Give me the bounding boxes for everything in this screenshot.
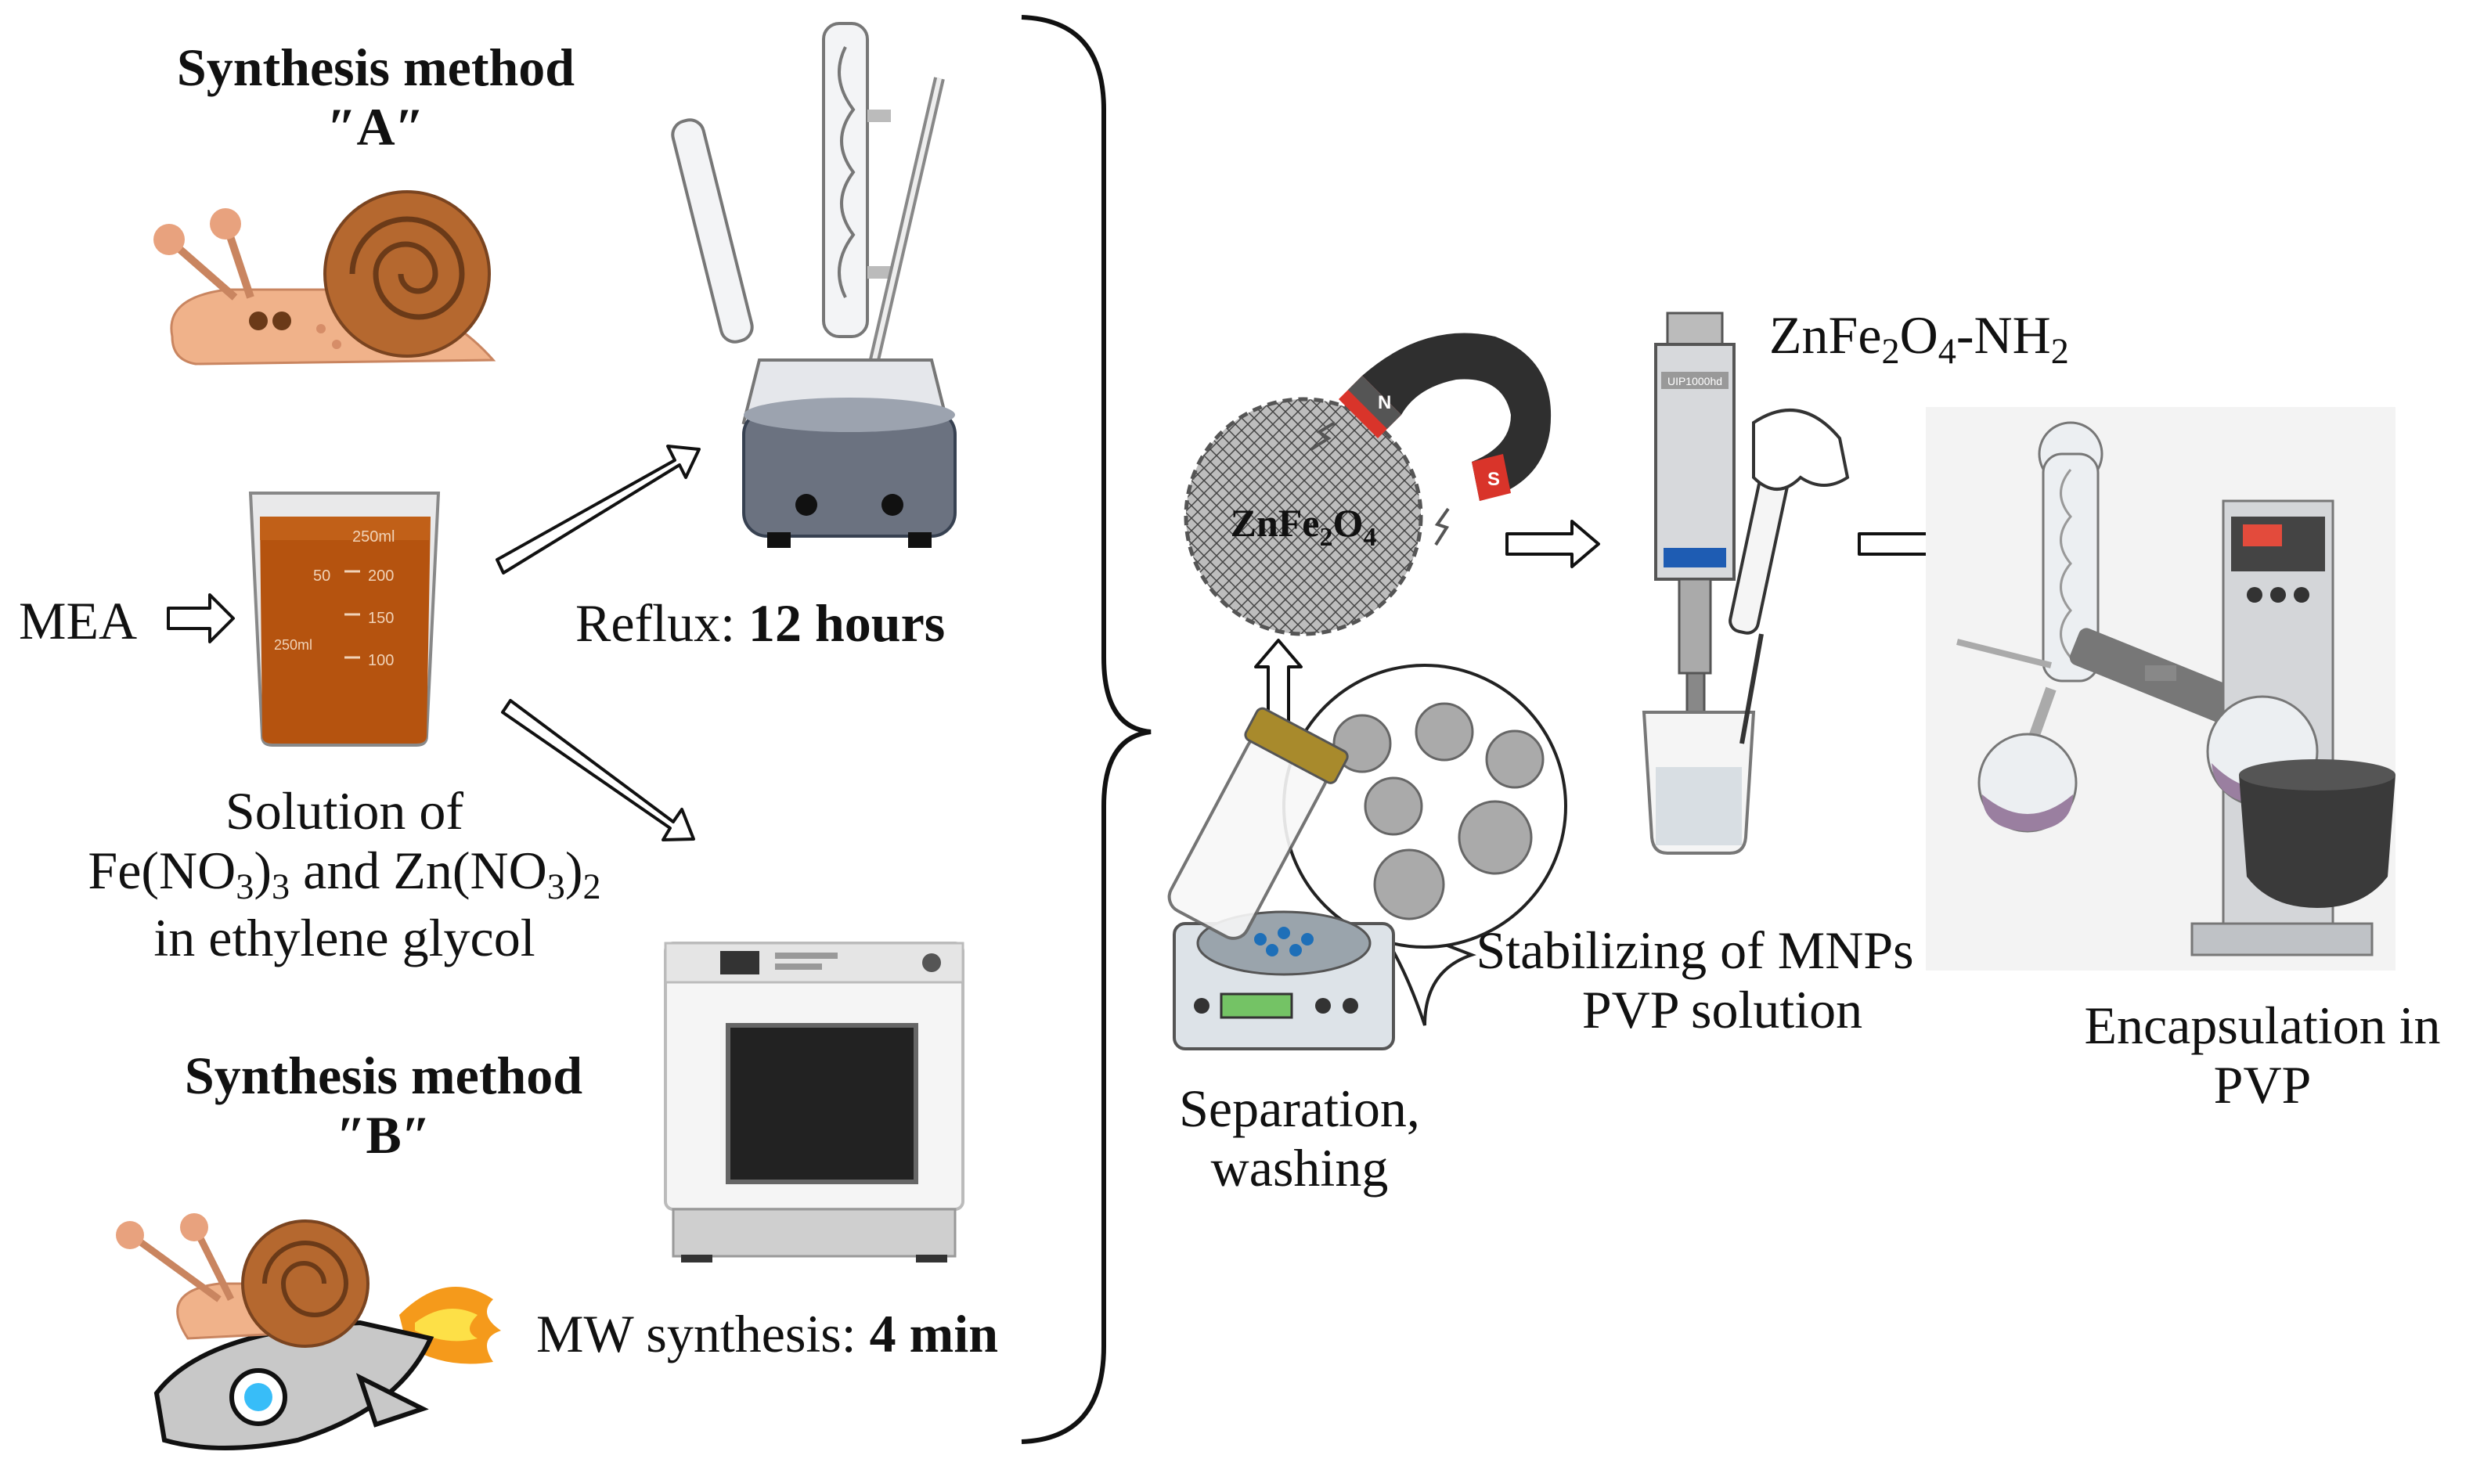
reflux-arrow <box>496 445 701 575</box>
nh2-label: ZnFe2O4-NH2 <box>1769 305 2069 372</box>
svg-text:S: S <box>1487 469 1500 490</box>
beaker-icon: 250ml 200 150 100 50 250ml <box>248 492 441 747</box>
stabilizing-label: Stabilizing of MNPs in PVP solution <box>1476 920 1969 1040</box>
svg-text:250ml: 250ml <box>274 637 312 653</box>
solution-line2: Fe(NO3)3 and Zn(NO3)2 <box>88 841 601 908</box>
separation-label: Separation, washing <box>1179 1079 1420 1198</box>
mea-label: MEA <box>19 591 138 650</box>
solution-label: Solution of Fe(NO3)3 and Zn(NO3)2 in eth… <box>23 781 665 967</box>
magnetic-particle-icon: ZnFe2O4 N S <box>1184 333 1552 636</box>
method-b-tag: ″B″ <box>336 1105 431 1165</box>
reflux-label: Reflux: 12 hours <box>575 593 946 653</box>
mea-arrow <box>167 593 235 643</box>
pipette-icon <box>1729 409 1850 744</box>
svg-text:50: 50 <box>313 567 330 585</box>
svg-text:200: 200 <box>368 567 394 585</box>
rotary-evaporator-icon <box>1926 407 2395 971</box>
reflux-apparatus-icon <box>671 22 957 548</box>
svg-text:150: 150 <box>368 610 394 627</box>
magnet-icon: N S <box>1310 333 1552 546</box>
stabilize-arrow <box>1505 520 1600 568</box>
method-a-title: Synthesis method <box>176 38 575 97</box>
solution-line3: in ethylene glycol <box>153 907 535 967</box>
mw-arrow <box>501 699 695 841</box>
svg-text:UIP1000hd: UIP1000hd <box>1667 375 1722 387</box>
sonicator-icon: UIP1000hd <box>1642 312 1850 855</box>
centrifuge-icon <box>1167 664 1567 1050</box>
svg-text:100: 100 <box>368 652 394 669</box>
mw-label: MW synthesis: 4 min <box>536 1304 999 1363</box>
snail-icon <box>153 190 496 366</box>
solution-line1: Solution of <box>225 781 464 841</box>
microwave-reactor-icon <box>664 942 964 1262</box>
method-b-title: Synthesis method <box>184 1046 583 1105</box>
method-a-label: Synthesis method ″A″ <box>125 38 626 157</box>
merge-brace <box>1021 15 1152 1444</box>
method-b-label: Synthesis method ″B″ <box>133 1046 634 1165</box>
svg-text:ZnFe2O4: ZnFe2O4 <box>1231 501 1377 552</box>
encapsulation-label: Encapsulation in PVP <box>2084 996 2441 1115</box>
svg-text:250ml: 250ml <box>352 528 395 546</box>
rocket-snail-icon <box>116 1213 501 1450</box>
method-a-tag: ″A″ <box>326 97 425 157</box>
mw-time: 4 min <box>869 1304 999 1363</box>
svg-text:N: N <box>1378 392 1391 413</box>
reflux-time: 12 hours <box>748 593 946 653</box>
